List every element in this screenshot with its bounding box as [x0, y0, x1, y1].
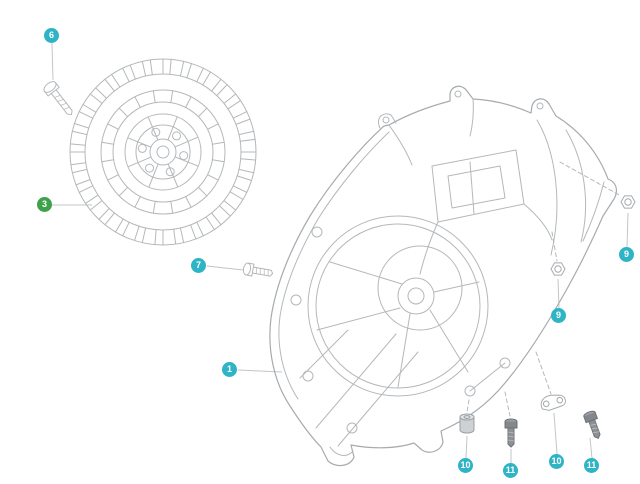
callout-1[interactable]: 1 [222, 362, 237, 377]
flywheel-drawing [69, 58, 257, 246]
callout-9-center-label: 9 [555, 310, 561, 320]
callout-1-label: 1 [226, 364, 232, 374]
screw-11-right-drawing [582, 409, 605, 441]
clamp-drawing [540, 394, 566, 411]
damper-bushing-drawing [459, 413, 475, 434]
crankcase-detail-lines [278, 90, 605, 456]
alignment-dashed-lines [466, 161, 622, 417]
screw-11-left-drawing [504, 418, 518, 448]
callout-11-right-label: 11 [586, 460, 597, 470]
callout-9-right[interactable]: 9 [619, 247, 634, 262]
callout-10-left-label: 10 [460, 460, 471, 470]
callout-11-left-label: 11 [505, 465, 516, 475]
flywheel-bolt-drawing [43, 81, 73, 116]
nut-right-drawing [620, 195, 636, 209]
callout-9-center[interactable]: 9 [551, 308, 566, 323]
nut-center-drawing [550, 262, 566, 276]
callout-3-label: 3 [41, 199, 47, 209]
callout-3[interactable]: 3 [37, 197, 52, 212]
callout-10-right[interactable]: 10 [549, 454, 564, 469]
callout-6[interactable]: 6 [44, 28, 59, 43]
callout-10-right-label: 10 [551, 456, 562, 466]
callout-10-left[interactable]: 10 [458, 458, 473, 473]
callout-9-right-label: 9 [623, 249, 629, 259]
callout-6-label: 6 [48, 30, 54, 40]
callout-7[interactable]: 7 [191, 258, 206, 273]
callout-11-left[interactable]: 11 [503, 463, 518, 478]
screw-7-drawing [242, 262, 274, 277]
callout-11-right[interactable]: 11 [584, 458, 599, 473]
crankcase-housing-drawing [269, 85, 622, 467]
callout-7-label: 7 [195, 260, 201, 270]
